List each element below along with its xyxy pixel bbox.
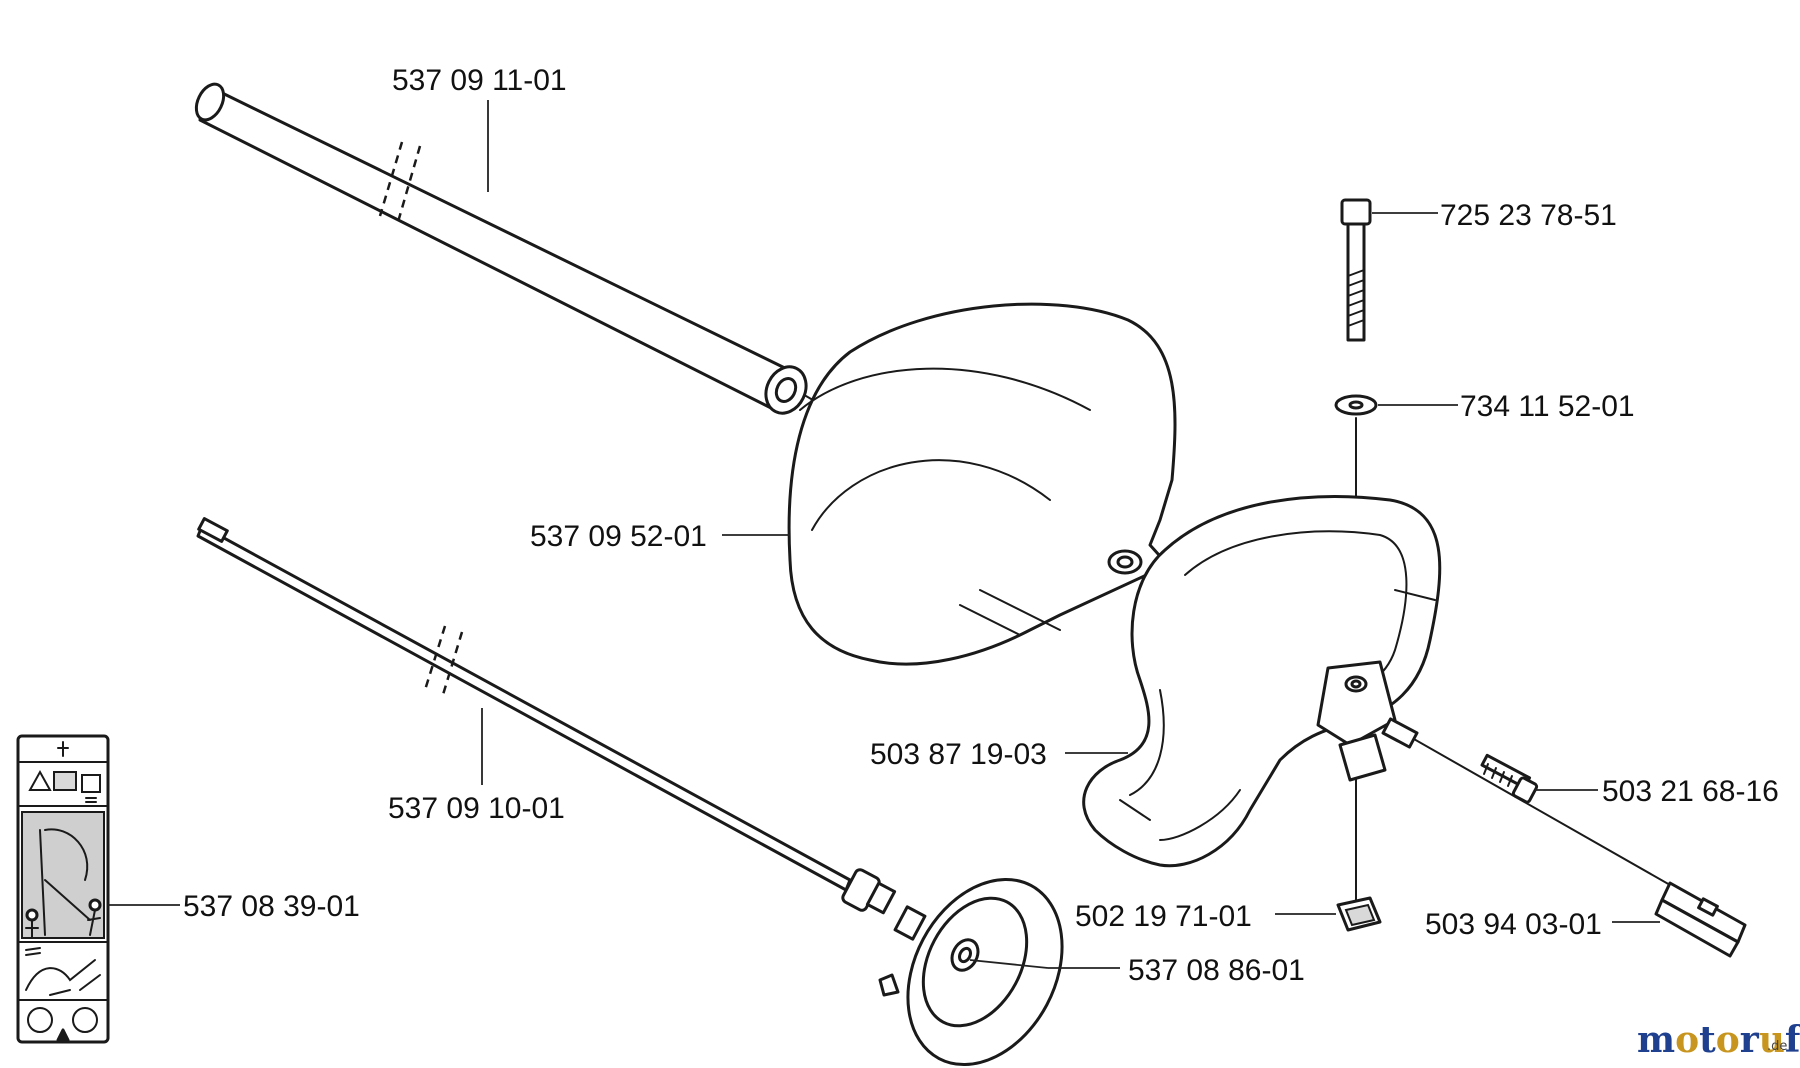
part-label-handle: 503 87 19-03 bbox=[870, 738, 1047, 771]
handle-part bbox=[1082, 495, 1442, 868]
drive-shaft-part bbox=[196, 517, 852, 892]
decal-part bbox=[16, 734, 110, 1044]
warning-icon bbox=[28, 769, 52, 791]
watermark-suffix: .de bbox=[1767, 1039, 1787, 1054]
part-label-tube: 537 09 11-01 bbox=[392, 64, 567, 97]
bearing-housing-part bbox=[841, 868, 1064, 1067]
part-label-washer: 734 11 52-01 bbox=[1460, 390, 1635, 423]
glove-icon bbox=[25, 959, 101, 996]
washer-part bbox=[1334, 394, 1378, 416]
svg-text:motoruf: motoruf bbox=[1637, 1019, 1800, 1061]
part-label-guard: 537 09 52-01 bbox=[530, 520, 707, 553]
bolt-part bbox=[1340, 198, 1372, 342]
part-label-bolt: 725 23 78-51 bbox=[1440, 199, 1617, 232]
part-label-screw: 503 21 68-16 bbox=[1602, 775, 1779, 808]
part-label-nut: 502 19 71-01 bbox=[1075, 900, 1252, 933]
part-labels: 537 09 11-01 725 23 78-51 734 11 52-01 5… bbox=[183, 64, 1779, 987]
motoruf-watermark: motoruf .de bbox=[1637, 1019, 1800, 1061]
watermark-letter-o2: o bbox=[1716, 1019, 1740, 1061]
guard-part bbox=[787, 302, 1177, 666]
screw-part bbox=[1480, 753, 1539, 804]
leader-lines bbox=[108, 100, 1660, 969]
part-label-drive-shaft: 537 09 10-01 bbox=[388, 792, 565, 825]
nut-part bbox=[1336, 896, 1382, 932]
watermark-letter-t: t bbox=[1699, 1019, 1716, 1061]
manual-icon bbox=[53, 771, 77, 791]
recycle-icon bbox=[27, 1007, 53, 1033]
clip-part bbox=[1654, 881, 1747, 958]
part-label-decal: 537 08 39-01 bbox=[183, 890, 360, 923]
watermark-letter-f: f bbox=[1785, 1019, 1800, 1061]
part-label-bearing-housing: 537 08 86-01 bbox=[1128, 954, 1305, 987]
watermark-letter-m: m bbox=[1637, 1019, 1675, 1061]
watermark-letter-o: o bbox=[1675, 1019, 1699, 1061]
part-label-clip: 503 94 03-01 bbox=[1425, 908, 1602, 941]
watermark-letter-u: u bbox=[1759, 1019, 1785, 1061]
tube-part bbox=[194, 82, 831, 415]
watermark-letter-r: r bbox=[1740, 1019, 1760, 1061]
